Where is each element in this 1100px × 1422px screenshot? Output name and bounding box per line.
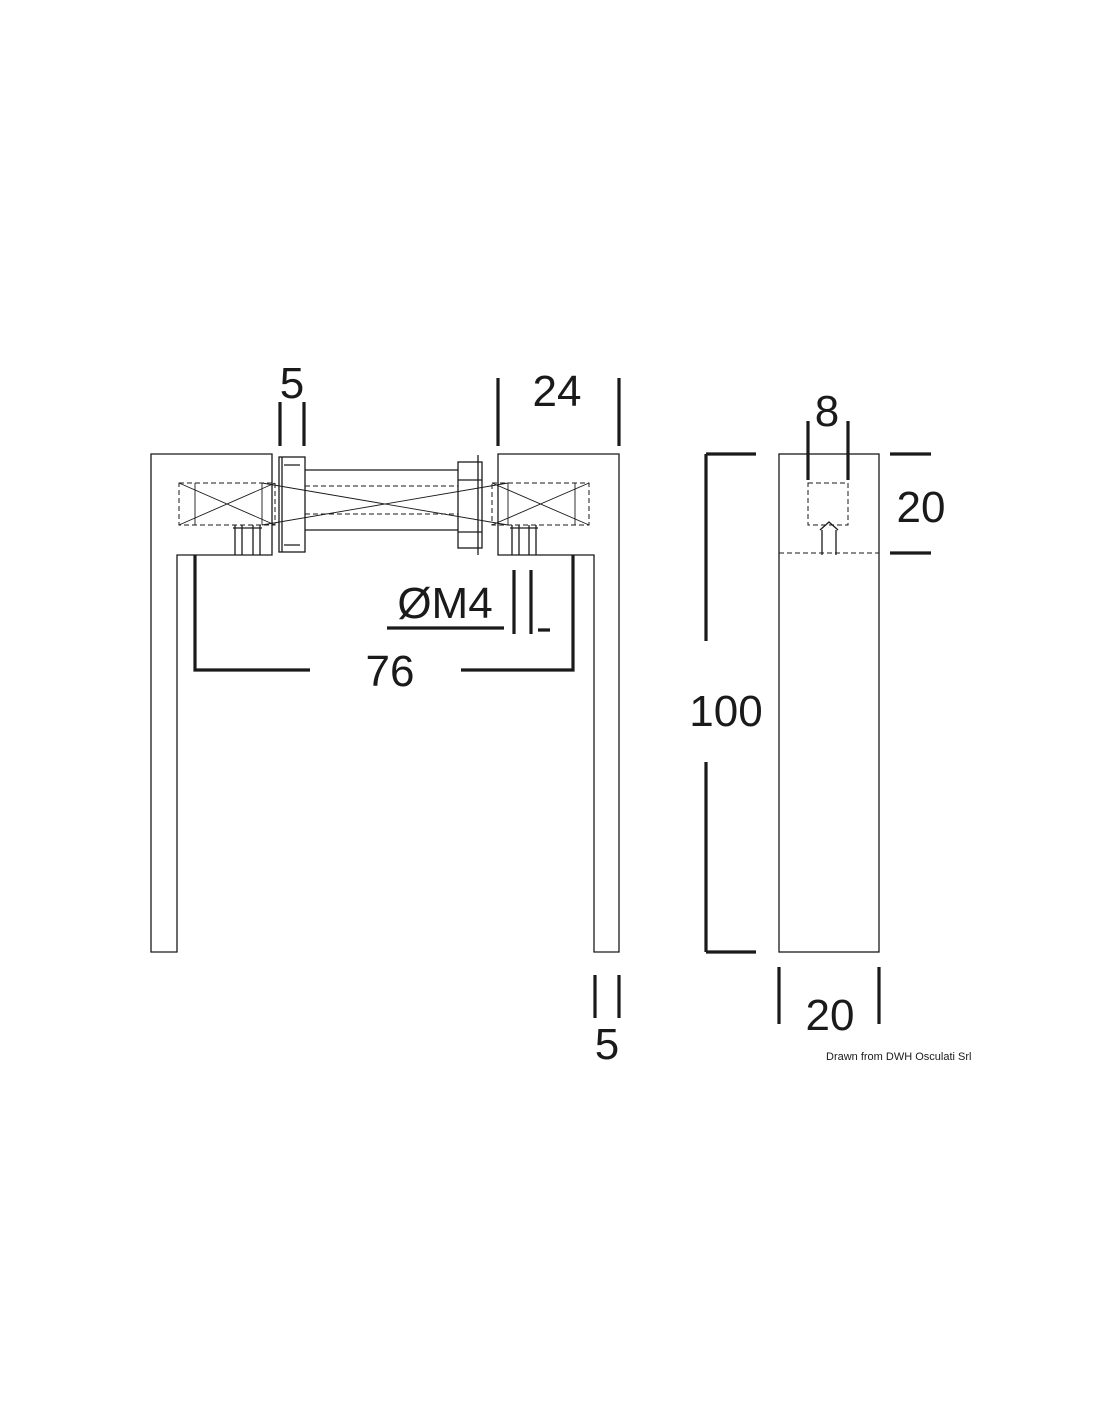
dim-5-top-lines	[278, 402, 306, 446]
side-view: 8 20 100 20	[689, 387, 945, 1040]
spindle-bar	[305, 469, 458, 531]
dim-8-lines	[806, 421, 850, 480]
dim-20-bottom-lines	[777, 967, 881, 1024]
dim-5-top-label: 5	[280, 359, 304, 408]
front-view: 5 24 ØM4 76 5	[150, 359, 621, 1069]
dim-100-lines	[704, 452, 756, 954]
credit-text: Drawn from DWH Osculati Srl	[826, 1051, 971, 1063]
right-grub-screw	[510, 525, 538, 555]
dim-8-label: 8	[815, 387, 839, 436]
dim-20-bottom-label: 20	[806, 991, 855, 1040]
dim-76-label: 76	[366, 647, 415, 696]
left-flange-detail	[281, 457, 300, 552]
left-square-spindle	[178, 482, 276, 526]
dim-24-label: 24	[533, 367, 582, 416]
right-spindle-cross	[491, 482, 590, 526]
left-flange	[278, 456, 306, 553]
side-body	[778, 453, 880, 953]
spindle-cross-lines	[261, 482, 509, 526]
left-handle-outline	[150, 453, 273, 953]
right-handle-outline	[497, 453, 620, 953]
dim-20-right-lines	[890, 452, 931, 555]
left-grub-screw	[233, 525, 262, 555]
dim-20-right-label: 20	[897, 483, 946, 532]
dim-m4-lines	[387, 570, 550, 634]
right-square-spindle	[491, 482, 590, 526]
side-hidden-screw	[819, 521, 839, 555]
right-flange-detail	[458, 455, 482, 555]
spindle-dashed	[305, 485, 458, 515]
dim-5-bottom-label: 5	[595, 1020, 619, 1069]
dim-100-label: 100	[689, 687, 762, 736]
side-hidden-hole	[807, 482, 849, 526]
dim-m4-label: ØM4	[397, 579, 492, 628]
dim-24-lines	[496, 378, 621, 446]
right-flange	[457, 461, 483, 549]
dim-5-bottom-lines	[593, 975, 621, 1018]
dim-76-lines	[193, 555, 575, 672]
left-spindle-cross	[178, 482, 276, 526]
